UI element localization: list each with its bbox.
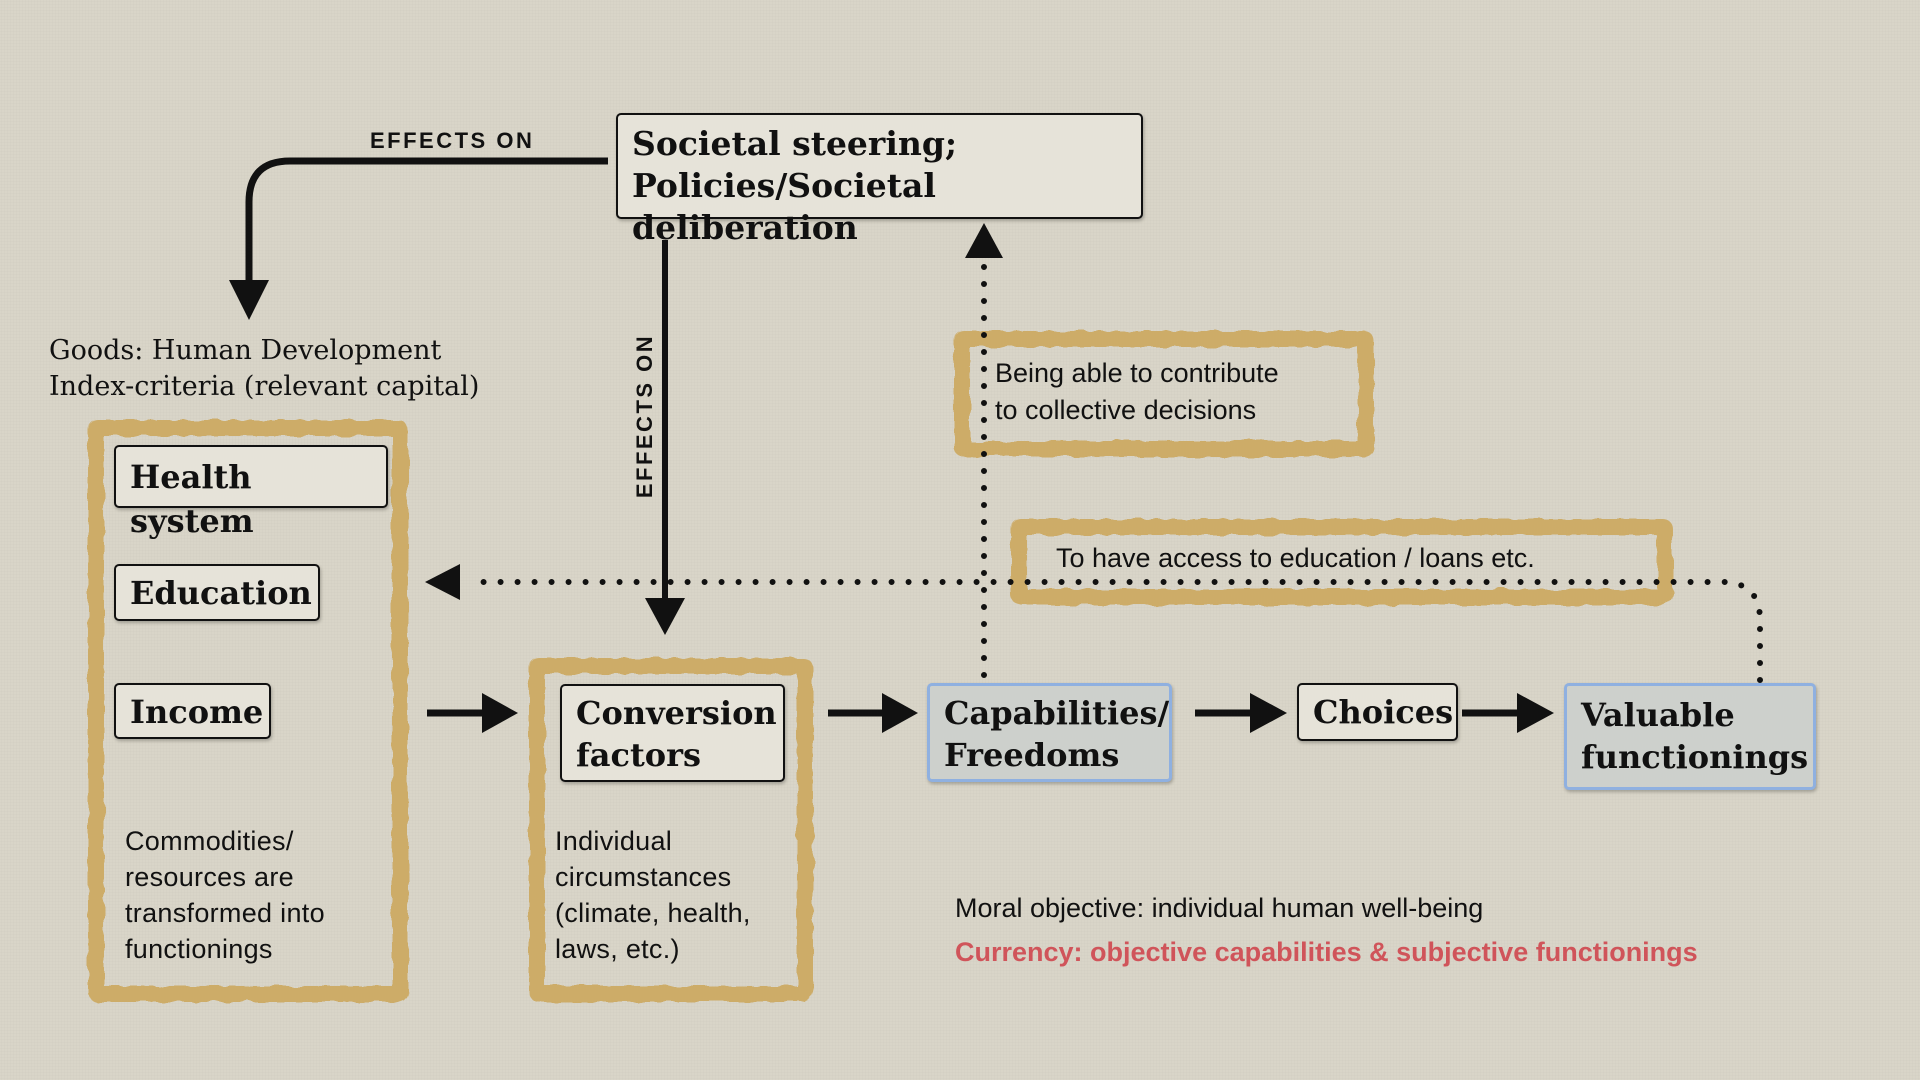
policy-to-goods-arrow — [245, 157, 608, 280]
conversion-factors-box: Conversion factors — [560, 684, 785, 782]
dotted-arrowhead-policy — [965, 223, 1003, 258]
moral-objective: Moral objective: individual human well-b… — [955, 893, 1484, 923]
dotted-arrowhead-goods — [425, 564, 460, 600]
goods-heading-line1: Goods: Human Development — [49, 335, 442, 366]
functionings-to-goods-dotted — [467, 579, 1763, 683]
capabilities-to-choices-arrowhead — [1250, 693, 1287, 733]
goods-description: Commodities/ resources are transformed i… — [125, 826, 325, 964]
goods-to-conversion-arrowhead — [482, 693, 518, 733]
conversion-description: Individual circumstances (climate, healt… — [555, 826, 751, 964]
collective-frame — [954, 331, 1374, 457]
conversion-to-capabilities-arrowhead — [882, 693, 918, 733]
capabilities-box: Capabilities/ Freedoms — [927, 683, 1172, 782]
policy-to-goods-arrowhead — [229, 280, 269, 320]
collective-decisions-text: Being able to contribute to collective d… — [995, 358, 1279, 425]
goods-frame — [88, 420, 408, 1002]
currency: Currency: objective capabilities & subje… — [955, 937, 1698, 967]
policy-line1: Societal steering; — [632, 124, 958, 163]
goods-item-education: Education — [114, 564, 320, 621]
policy-to-conversion-arrowhead — [645, 598, 685, 635]
choices-box: Choices — [1297, 683, 1458, 741]
goods-heading: Goods: Human Development Index-criteria … — [49, 333, 479, 405]
effects-on-label-vertical: EFFECTS ON — [632, 333, 657, 499]
effects-on-label-top: EFFECTS ON — [370, 128, 535, 153]
goods-heading-line2: Index-criteria (relevant capital) — [49, 371, 480, 402]
access-frame — [1011, 519, 1673, 605]
valuable-functionings-box: Valuable functionings — [1564, 683, 1816, 790]
policy-box: Societal steering; Policies/Societal del… — [616, 113, 1143, 247]
policy-line2: Policies/Societal deliberation — [632, 166, 936, 247]
access-text: To have access to education / loans etc. — [1056, 543, 1535, 573]
choices-to-functionings-arrowhead — [1517, 693, 1554, 733]
goods-item-health-system: Health system — [114, 445, 388, 540]
conversion-frame — [529, 658, 813, 1002]
goods-item-income: Income — [114, 683, 271, 739]
